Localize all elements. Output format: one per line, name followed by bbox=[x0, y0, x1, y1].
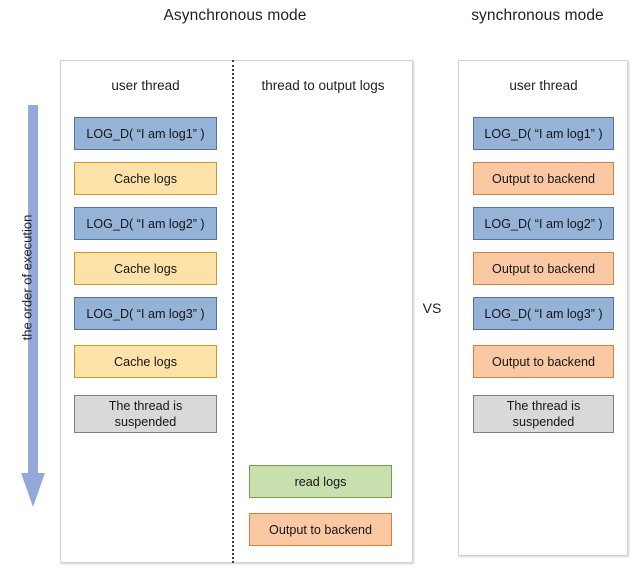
diagram-title-asynchronous: Asynchronous mode bbox=[163, 7, 307, 24]
step-box-async-user-thread-0: LOG_D( “I am log1” ) bbox=[74, 117, 217, 150]
step-box-async-user-thread-5: Cache logs bbox=[74, 345, 217, 378]
vs-label: VS bbox=[422, 300, 442, 316]
step-box-async-user-thread-2: LOG_D( “I am log2” ) bbox=[74, 207, 217, 240]
step-box-sync-user-thread-4: LOG_D( “I am log3” ) bbox=[473, 297, 614, 330]
step-box-sync-user-thread-5: Output to backend bbox=[473, 345, 614, 378]
execution-order-label: the order of execution bbox=[19, 214, 35, 341]
step-box-sync-user-thread-6: The thread is suspended bbox=[473, 395, 614, 433]
step-box-sync-user-thread-0: LOG_D( “I am log1” ) bbox=[473, 117, 614, 150]
step-box-sync-user-thread-1: Output to backend bbox=[473, 162, 614, 195]
step-box-async-user-thread-1: Cache logs bbox=[74, 162, 217, 195]
step-box-output-log-thread-0: read logs bbox=[249, 465, 392, 498]
step-box-async-user-thread-6: The thread is suspended bbox=[74, 395, 217, 433]
diagram-title-synchronous: synchronous mode bbox=[471, 7, 604, 24]
column-header-output-log-thread: thread to output logs bbox=[261, 78, 385, 93]
column-header-user-thread-async: user thread bbox=[111, 78, 180, 93]
step-box-async-user-thread-4: LOG_D( “I am log3” ) bbox=[74, 297, 217, 330]
column-header-user-thread-sync: user thread bbox=[509, 78, 578, 93]
step-box-sync-user-thread-3: Output to backend bbox=[473, 252, 614, 285]
step-box-sync-user-thread-2: LOG_D( “I am log2” ) bbox=[473, 207, 614, 240]
execution-order-arrow bbox=[21, 105, 45, 507]
step-box-async-user-thread-3: Cache logs bbox=[74, 252, 217, 285]
thread-divider-dotted-line bbox=[232, 60, 234, 563]
step-box-output-log-thread-1: Output to backend bbox=[249, 513, 392, 546]
